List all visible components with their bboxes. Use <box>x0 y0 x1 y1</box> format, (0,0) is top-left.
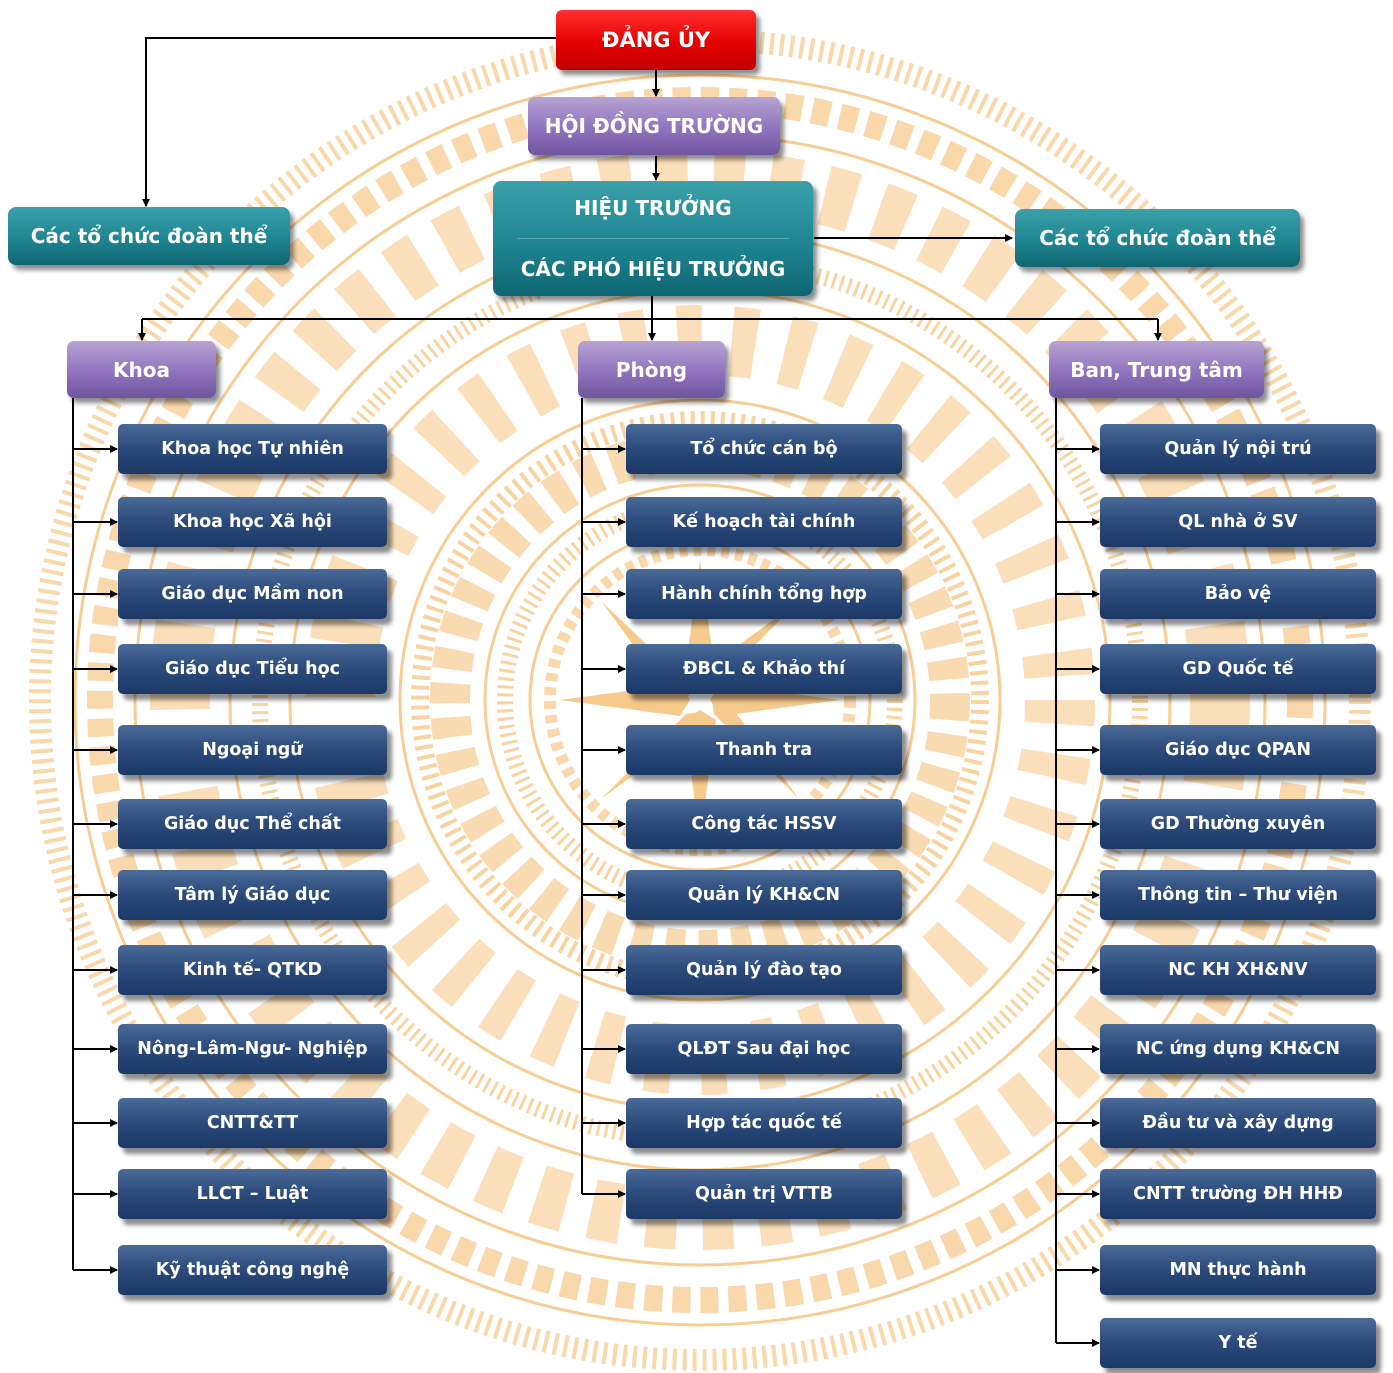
center-box[interactable]: GD Quốc tế <box>1100 644 1376 694</box>
department-box[interactable]: Quản trị VTTB <box>626 1169 902 1219</box>
principal-label: HIỆU TRƯỞNG <box>574 196 732 220</box>
faculty-label: Khoa học Xã hội <box>173 512 332 532</box>
faculty-box[interactable]: Khoa học Xã hội <box>118 497 387 547</box>
center-box[interactable]: QL nhà ở SV <box>1100 497 1376 547</box>
faculty-label: CNTT&TT <box>206 1113 299 1133</box>
center-label: CNTT trường ĐH HHĐ <box>1133 1184 1343 1204</box>
department-label: Tổ chức cán bộ <box>690 439 838 459</box>
faculties-header[interactable]: Khoa <box>67 341 216 398</box>
faculty-box[interactable]: LLCT – Luật <box>118 1169 387 1219</box>
faculties-header-label: Khoa <box>113 357 170 382</box>
department-label: Quản lý đào tạo <box>686 960 842 980</box>
departments-header-label: Phòng <box>615 357 688 382</box>
faculty-box[interactable]: Giáo dục Thể chất <box>118 799 387 849</box>
principal-box[interactable]: HIỆU TRƯỞNG CÁC PHÓ HIỆU TRƯỞNG <box>493 181 813 296</box>
vice-principals-label: CÁC PHÓ HIỆU TRƯỞNG <box>520 257 786 281</box>
center-box[interactable]: Bảo vệ <box>1100 569 1376 619</box>
faculty-box[interactable]: Giáo dục Tiểu học <box>118 644 387 694</box>
department-box[interactable]: Quản lý KH&CN <box>626 870 902 920</box>
department-label: ĐBCL & Khảo thí <box>682 659 846 679</box>
mass-orgs-left-label: Các tổ chức đoàn thể <box>30 224 268 248</box>
faculty-box[interactable]: Ngoại ngữ <box>118 725 387 775</box>
school-council-label: HỘI ĐỒNG TRƯỜNG <box>544 114 764 138</box>
department-label: Kế hoạch tài chính <box>672 512 856 532</box>
faculty-label: Giáo dục Mầm non <box>161 584 344 604</box>
department-label: Quản trị VTTB <box>695 1184 833 1204</box>
faculty-box[interactable]: Khoa học Tự nhiên <box>118 424 387 474</box>
department-box[interactable]: ĐBCL & Khảo thí <box>626 644 902 694</box>
department-box[interactable]: Quản lý đào tạo <box>626 945 902 995</box>
center-box[interactable]: Quản lý nội trú <box>1100 424 1376 474</box>
center-label: Bảo vệ <box>1204 584 1272 604</box>
department-box[interactable]: Thanh tra <box>626 725 902 775</box>
center-box[interactable]: CNTT trường ĐH HHĐ <box>1100 1169 1376 1219</box>
center-label: Thông tin – Thư viện <box>1138 885 1338 905</box>
center-label: QL nhà ở SV <box>1178 512 1298 532</box>
faculty-label: Nông-Lâm-Ngư- Nghiệp <box>137 1039 368 1059</box>
school-council-box[interactable]: HỘI ĐỒNG TRƯỜNG <box>528 97 780 155</box>
mass-orgs-right-label: Các tổ chức đoàn thể <box>1039 226 1276 250</box>
mass-orgs-left-box[interactable]: Các tổ chức đoàn thể <box>8 207 290 265</box>
centers-header-label: Ban, Trung tâm <box>1070 357 1243 382</box>
party-committee-box[interactable]: ĐẢNG ỦY <box>556 10 756 70</box>
faculty-label: Khoa học Tự nhiên <box>161 439 344 459</box>
faculty-box[interactable]: Kỹ thuật công nghệ <box>118 1245 387 1295</box>
center-box[interactable]: Đầu tư và xây dựng <box>1100 1098 1376 1148</box>
departments-header[interactable]: Phòng <box>578 341 725 398</box>
department-label: Thanh tra <box>715 740 813 760</box>
department-box[interactable]: Công tác HSSV <box>626 799 902 849</box>
center-label: GD Thường xuyên <box>1150 814 1326 834</box>
center-label: Đầu tư và xây dựng <box>1142 1113 1334 1133</box>
department-box[interactable]: Hợp tác quốc tế <box>626 1098 902 1148</box>
center-label: Quản lý nội trú <box>1164 439 1312 459</box>
faculty-label: Kinh tế- QTKD <box>182 960 323 980</box>
department-label: Công tác HSSV <box>691 814 837 834</box>
center-label: NC ứng dụng KH&CN <box>1135 1039 1341 1059</box>
faculty-box[interactable]: Tâm lý Giáo dục <box>118 870 387 920</box>
faculty-label: Ngoại ngữ <box>202 740 303 760</box>
mass-orgs-right-box[interactable]: Các tổ chức đoàn thể <box>1015 209 1300 267</box>
center-label: GD Quốc tế <box>1182 659 1294 679</box>
center-box[interactable]: Giáo dục QPAN <box>1100 725 1376 775</box>
faculty-label: Kỹ thuật công nghệ <box>155 1260 350 1280</box>
department-label: Hành chính tổng hợp <box>661 584 867 604</box>
department-box[interactable]: QLĐT Sau đại học <box>626 1024 902 1074</box>
center-box[interactable]: GD Thường xuyên <box>1100 799 1376 849</box>
center-label: MN thực hành <box>1169 1260 1307 1280</box>
faculty-box[interactable]: Giáo dục Mầm non <box>118 569 387 619</box>
faculty-label: Tâm lý Giáo dục <box>174 885 331 905</box>
center-label: Giáo dục QPAN <box>1164 740 1312 760</box>
centers-header[interactable]: Ban, Trung tâm <box>1049 341 1264 398</box>
center-label: Y tế <box>1218 1333 1258 1353</box>
department-label: Quản lý KH&CN <box>687 885 841 905</box>
department-label: Hợp tác quốc tế <box>686 1113 842 1133</box>
department-box[interactable]: Tổ chức cán bộ <box>626 424 902 474</box>
department-box[interactable]: Hành chính tổng hợp <box>626 569 902 619</box>
faculty-box[interactable]: CNTT&TT <box>118 1098 387 1148</box>
center-box[interactable]: NC ứng dụng KH&CN <box>1100 1024 1376 1074</box>
faculty-label: Giáo dục Tiểu học <box>165 659 340 679</box>
faculty-box[interactable]: Nông-Lâm-Ngư- Nghiệp <box>118 1024 387 1074</box>
center-label: NC KH XH&NV <box>1168 960 1308 980</box>
faculty-box[interactable]: Kinh tế- QTKD <box>118 945 387 995</box>
center-box[interactable]: NC KH XH&NV <box>1100 945 1376 995</box>
principal-divider <box>517 238 789 239</box>
center-box[interactable]: Thông tin – Thư viện <box>1100 870 1376 920</box>
center-box[interactable]: MN thực hành <box>1100 1245 1376 1295</box>
party-committee-label: ĐẢNG ỦY <box>601 28 711 52</box>
department-label: QLĐT Sau đại học <box>677 1039 851 1059</box>
center-box[interactable]: Y tế <box>1100 1318 1376 1368</box>
faculty-label: LLCT – Luật <box>196 1184 309 1204</box>
department-box[interactable]: Kế hoạch tài chính <box>626 497 902 547</box>
faculty-label: Giáo dục Thể chất <box>163 814 342 834</box>
